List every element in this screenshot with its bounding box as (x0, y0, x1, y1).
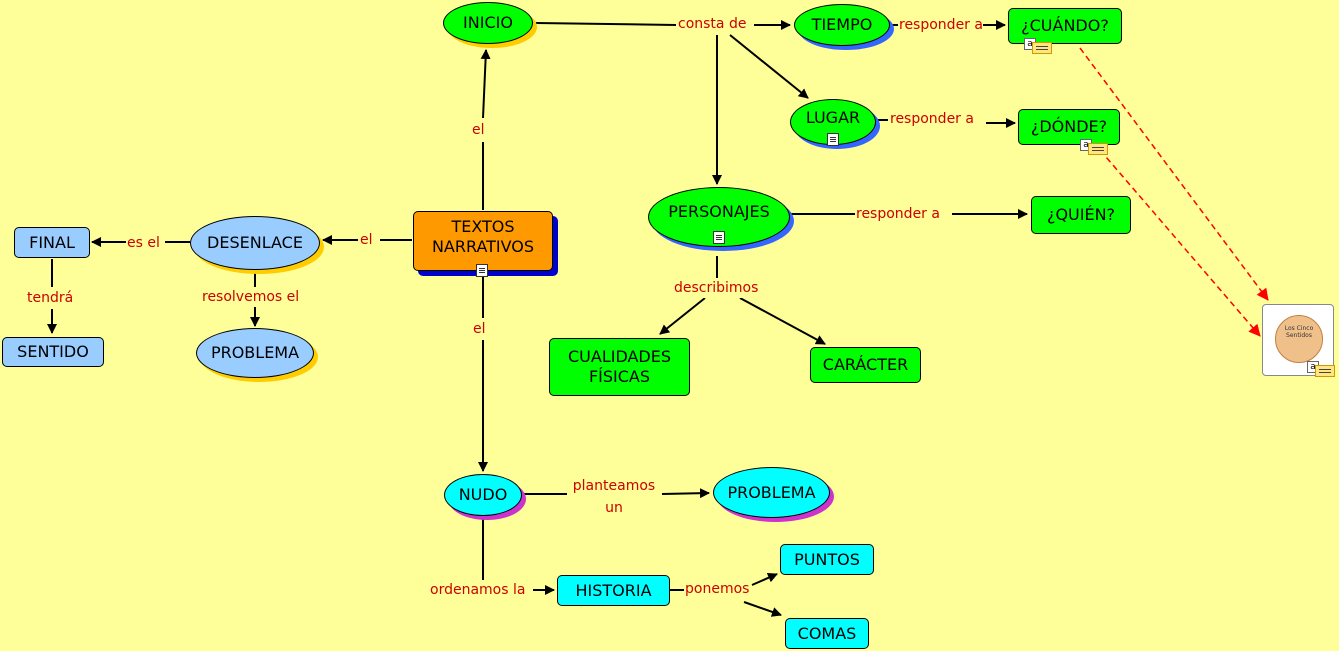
node-quien-label: ¿QUIÉN? (1046, 205, 1116, 224)
note-paper-icon (1088, 143, 1108, 155)
note-icon[interactable]: a (1080, 139, 1110, 155)
link-label-el: el (360, 230, 373, 250)
link-describimos-cualidades (659, 297, 706, 335)
link-label-consta-de: consta de (678, 14, 747, 34)
node-comas-label: COMAS (797, 623, 857, 643)
node-nudo[interactable]: NUDO (444, 474, 522, 516)
node-problema-nudo[interactable]: PROBLEMA (713, 467, 830, 518)
link-label-ponemos: ponemos (685, 579, 750, 599)
document-icon[interactable] (827, 133, 839, 146)
node-cuando-label: ¿CUÁNDO? (1021, 16, 1109, 35)
node-tiempo-label: TIEMPO (811, 15, 873, 34)
node-cualidades-fisicas-label: CUALIDADES FÍSICAS (567, 347, 672, 386)
node-textos-narrativos[interactable]: TEXTOS NARRATIVOS (413, 211, 553, 271)
node-textos-narrativos-label: TEXTOS NARRATIVOS (431, 217, 535, 256)
node-inicio[interactable]: INICIO (443, 2, 533, 44)
node-historia[interactable]: HISTORIA (557, 575, 670, 606)
link-label-responder-a: responder a (890, 109, 974, 129)
node-nudo-label: NUDO (458, 485, 508, 504)
link-label-el: el (473, 319, 486, 339)
node-puntos[interactable]: PUNTOS (780, 544, 874, 575)
document-icon[interactable] (713, 231, 725, 244)
link-describimos-caracter (739, 297, 826, 345)
node-inicio-label: INICIO (463, 13, 513, 32)
node-puntos-label: PUNTOS (794, 549, 860, 569)
node-quien[interactable]: ¿QUIÉN? (1031, 196, 1131, 234)
node-final-label: FINAL (29, 232, 75, 252)
node-sentido[interactable]: SENTIDO (2, 337, 104, 367)
link-label-tendra: tendrá (27, 288, 74, 308)
node-problema-desenlace[interactable]: PROBLEMA (196, 328, 314, 378)
node-donde-label: ¿DÓNDE? (1030, 117, 1108, 136)
note-paper-icon (1315, 365, 1335, 377)
link-ponemos-comas (743, 601, 782, 617)
node-final[interactable]: FINAL (14, 227, 90, 258)
link-planteamos-problema (661, 488, 710, 499)
senses-image-icon[interactable]: Los Cinco Sentidos a (1262, 304, 1337, 377)
link-label-planteamos-un: planteamos un (567, 475, 661, 519)
node-problema-nudo-label: PROBLEMA (727, 482, 816, 502)
node-tiempo[interactable]: TIEMPO (794, 4, 890, 46)
node-lugar-label: LUGAR (805, 108, 861, 127)
note-paper-icon (1032, 42, 1052, 54)
document-icon[interactable] (476, 264, 488, 277)
node-problema-desenlace-label: PROBLEMA (210, 343, 300, 362)
note-icon[interactable]: a (1307, 361, 1337, 377)
node-desenlace[interactable]: DESENLACE (190, 216, 320, 270)
node-desenlace-label: DESENLACE (207, 233, 303, 252)
node-lugar[interactable]: LUGAR (790, 99, 876, 145)
node-personajes-label: PERSONAJES (668, 202, 770, 221)
link-consta-lugar (729, 34, 809, 99)
note-icon[interactable]: a (1024, 38, 1054, 54)
senses-image-label: Los Cinco Sentidos (1284, 325, 1314, 339)
link-label-describimos: describimos (674, 278, 759, 298)
link-label-resolvemos-el: resolvemos el (202, 287, 300, 307)
node-donde[interactable]: ¿DÓNDE? (1018, 109, 1120, 145)
node-sentido-label: SENTIDO (17, 342, 89, 361)
link-inicio-consta (535, 22, 677, 26)
node-cualidades-fisicas[interactable]: CUALIDADES FÍSICAS (549, 338, 690, 396)
node-historia-label: HISTORIA (575, 580, 652, 600)
link-ponemos-puntos (751, 573, 778, 586)
link-label-responder-a: responder a (856, 204, 940, 224)
senses-image-circle (1275, 315, 1323, 363)
link-textos-inicio-b (480, 49, 491, 119)
node-caracter[interactable]: CARÁCTER (810, 347, 921, 383)
link-label-responder-a: responder a (899, 15, 983, 35)
node-comas[interactable]: COMAS (785, 618, 869, 649)
dashed-link-cuando-resource (1079, 47, 1269, 301)
node-caracter-label: CARÁCTER (822, 355, 909, 374)
link-label-el: el (472, 120, 485, 140)
link-label-es-el: es el (127, 233, 160, 253)
link-label-ordenamos-la: ordenamos la (430, 580, 526, 600)
dashed-link-donde-resource (1099, 149, 1261, 337)
